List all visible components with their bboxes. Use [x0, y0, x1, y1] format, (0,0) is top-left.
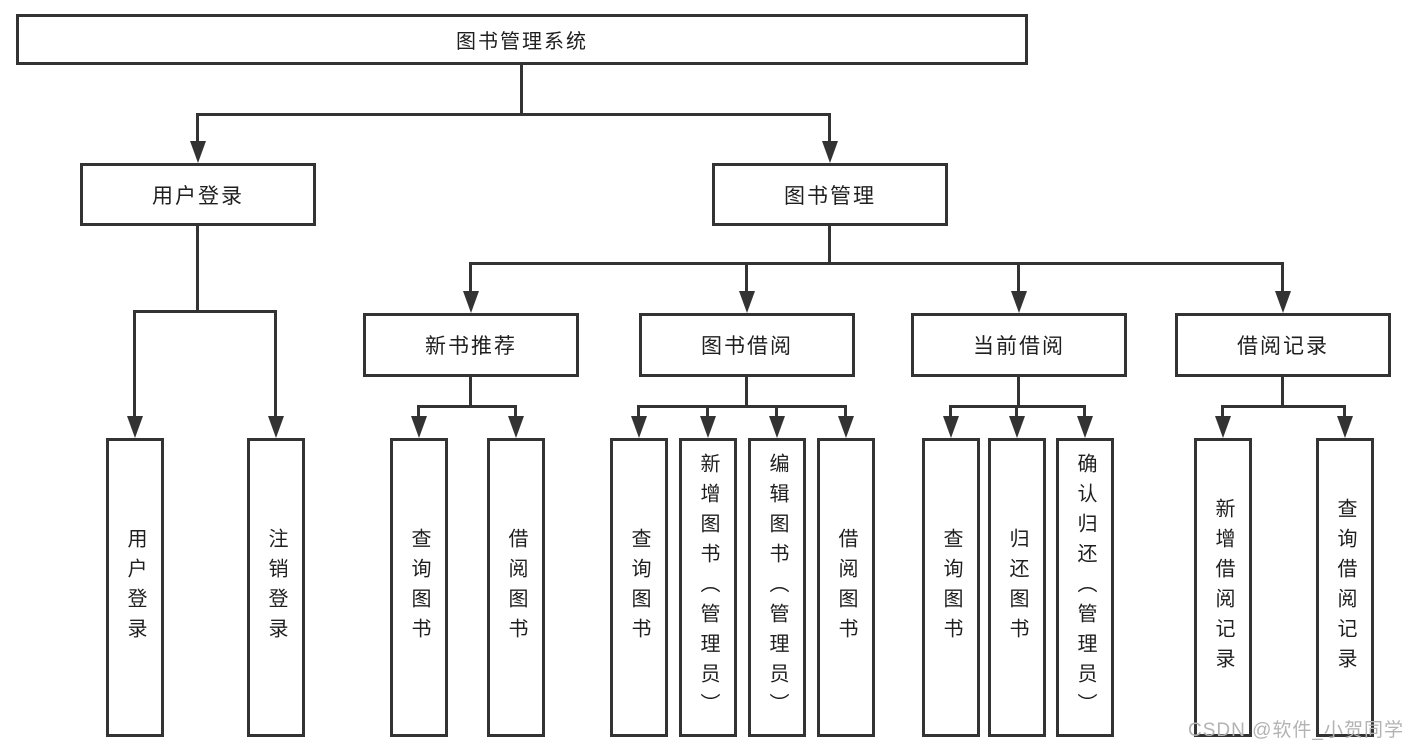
node-new-book-recommend: 新书推荐 [363, 313, 579, 377]
leaf-label: 注销登录 [265, 527, 287, 648]
leaf-label: 查询图书 [940, 527, 962, 648]
leaf-confirm-return-admin: 确认归还（管理员） [1056, 438, 1114, 737]
arrow-down-icon [822, 141, 838, 163]
connector-line [844, 405, 847, 418]
arrow-down-icon [838, 416, 854, 438]
connector-line [1281, 377, 1284, 405]
arrow-down-icon [1077, 416, 1093, 438]
connector-line [417, 405, 420, 418]
connector-line [775, 405, 778, 418]
connector-line [1281, 262, 1284, 293]
connector-line [469, 262, 1284, 265]
node-label: 图书借阅 [701, 335, 793, 358]
leaf-label: 新增借阅记录 [1212, 497, 1234, 678]
arrow-down-icon [700, 416, 716, 438]
arrow-down-icon [508, 416, 524, 438]
leaf-user-login: 用户登录 [106, 438, 164, 737]
leaf-return-books: 归还图书 [988, 438, 1046, 737]
connector-line [196, 113, 199, 143]
connector-line [520, 65, 523, 113]
leaf-label: 查询图书 [628, 527, 650, 648]
connector-line [133, 310, 136, 418]
connector-line [417, 405, 517, 408]
leaf-add-borrow-record: 新增借阅记录 [1194, 438, 1252, 737]
arrow-down-icon [943, 416, 959, 438]
leaf-label: 查询图书 [408, 527, 430, 648]
node-label: 用户登录 [152, 184, 244, 208]
connector-line [637, 405, 847, 408]
leaf-add-books-admin: 新增图书（管理员） [679, 438, 737, 737]
leaf-logout: 注销登录 [247, 438, 305, 737]
node-current-borrow: 当前借阅 [911, 313, 1127, 377]
arrow-down-icon [411, 416, 427, 438]
connector-line [1221, 405, 1346, 408]
leaf-query-books: 查询图书 [610, 438, 668, 737]
connector-line [196, 113, 831, 116]
leaf-query-borrow-record: 查询借阅记录 [1316, 438, 1374, 737]
leaf-label: 编辑图书（管理员） [766, 452, 788, 723]
arrow-down-icon [190, 141, 206, 163]
arrow-down-icon [268, 416, 284, 438]
leaf-borrow-books: 借阅图书 [817, 438, 875, 737]
connector-line [1015, 405, 1018, 418]
arrow-down-icon [1337, 416, 1353, 438]
connector-line [133, 310, 277, 313]
leaf-edit-books-admin: 编辑图书（管理员） [748, 438, 806, 737]
connector-line [706, 405, 709, 418]
leaf-label: 确认归还（管理员） [1074, 452, 1096, 723]
connector-line [949, 405, 952, 418]
node-label: 新书推荐 [425, 335, 517, 358]
node-borrow-records: 借阅记录 [1175, 313, 1391, 377]
leaf-query-books: 查询图书 [390, 438, 448, 737]
node-book-borrow: 图书借阅 [639, 313, 855, 377]
node-label: 借阅记录 [1237, 335, 1329, 358]
connector-line [745, 262, 748, 293]
connector-line [1017, 377, 1020, 405]
node-root: 图书管理系统 [16, 14, 1028, 65]
connector-line [1221, 405, 1224, 418]
arrow-down-icon [1275, 291, 1291, 313]
leaf-label: 归还图书 [1006, 527, 1028, 648]
connector-line [514, 405, 517, 418]
leaf-label: 用户登录 [124, 527, 146, 648]
connector-line [196, 226, 199, 310]
arrow-down-icon [127, 416, 143, 438]
arrow-down-icon [631, 416, 647, 438]
connector-line [274, 310, 277, 418]
arrow-down-icon [1011, 291, 1027, 313]
arrow-down-icon [1009, 416, 1025, 438]
leaf-label: 查询借阅记录 [1334, 497, 1356, 678]
leaf-label: 新增图书（管理员） [697, 452, 719, 723]
connector-line [828, 113, 831, 143]
node-root-label: 图书管理系统 [456, 31, 588, 53]
connector-line [637, 405, 640, 418]
connector-line [469, 262, 472, 293]
connector-line [1017, 262, 1020, 293]
arrow-down-icon [1215, 416, 1231, 438]
watermark: CSDN @软件_小贺同学 [1188, 720, 1404, 741]
arrow-down-icon [463, 291, 479, 313]
leaf-label: 借阅图书 [505, 527, 527, 648]
leaf-borrow-books: 借阅图书 [487, 438, 545, 737]
arrow-down-icon [769, 416, 785, 438]
connector-line [1083, 405, 1086, 418]
node-label: 当前借阅 [973, 335, 1065, 358]
node-user-login: 用户登录 [80, 163, 316, 226]
connector-line [1343, 405, 1346, 418]
connector-line [745, 377, 748, 405]
leaf-query-books: 查询图书 [922, 438, 980, 737]
connector-line [469, 377, 472, 405]
connector-line [828, 226, 831, 262]
node-book-management: 图书管理 [712, 163, 948, 226]
node-label: 图书管理 [784, 184, 876, 208]
arrow-down-icon [739, 291, 755, 313]
leaf-label: 借阅图书 [835, 527, 857, 648]
